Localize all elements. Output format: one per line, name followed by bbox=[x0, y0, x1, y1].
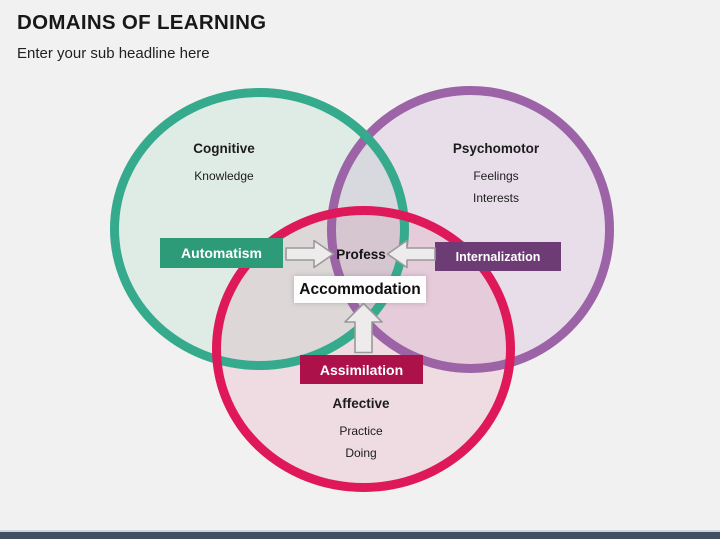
affective-item: Practice bbox=[339, 424, 383, 438]
affective-item: Doing bbox=[345, 446, 377, 460]
psychomotor-title: Psychomotor bbox=[452, 141, 540, 156]
page-title: DOMAINS OF LEARNING bbox=[17, 11, 267, 34]
automatism-tag: Automatism bbox=[160, 238, 283, 268]
arrow-left-icon bbox=[386, 239, 436, 269]
assimilation-tag-label: Assimilation bbox=[319, 361, 404, 378]
assimilation-tag: Assimilation bbox=[300, 355, 423, 384]
center-label: Profess bbox=[336, 246, 386, 262]
footer-bar bbox=[0, 530, 720, 539]
cognitive-label-group: Cognitive Knowledge bbox=[139, 141, 309, 187]
affective-label-group: Affective Practice Doing bbox=[276, 396, 446, 464]
arrow-right-icon bbox=[285, 239, 335, 269]
internalization-tag: Internalization bbox=[435, 242, 561, 271]
affective-circle bbox=[212, 206, 515, 492]
automatism-tag-label: Automatism bbox=[181, 245, 262, 261]
psychomotor-label-group: Psychomotor Feelings Interests bbox=[411, 141, 581, 209]
psychomotor-item: Feelings bbox=[473, 169, 519, 183]
page-subtitle: Enter your sub headline here bbox=[17, 45, 210, 62]
internalization-tag-label: Internalization bbox=[455, 249, 541, 264]
cognitive-title: Cognitive bbox=[193, 141, 255, 156]
psychomotor-item: Interests bbox=[472, 191, 520, 205]
arrow-up-icon bbox=[344, 302, 383, 354]
affective-title: Affective bbox=[332, 396, 390, 411]
accommodation-label: Accommodation bbox=[299, 280, 421, 298]
accommodation-box: Accommodation bbox=[294, 276, 426, 303]
cognitive-item: Knowledge bbox=[194, 169, 254, 183]
